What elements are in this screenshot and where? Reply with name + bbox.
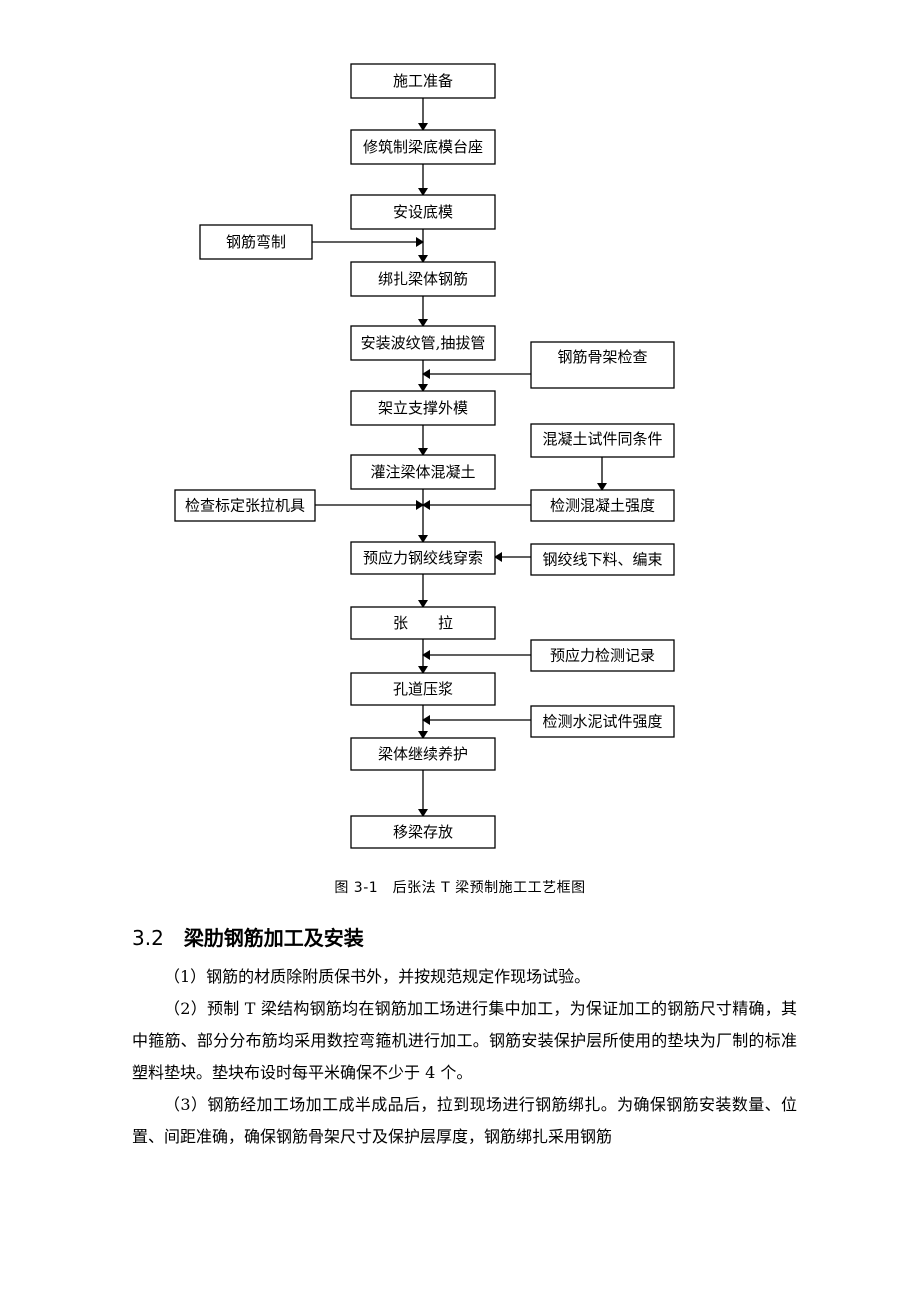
process-flowchart: 施工准备修筑制梁底模台座安设底模钢筋弯制绑扎梁体钢筋安装波纹管,抽拔管钢筋骨架检…	[174, 63, 675, 849]
flow-node-box	[350, 129, 496, 165]
paragraph-2: （2）预制 T 梁结构钢筋均在钢筋加工场进行集中加工，为保证加工的钢筋尺寸精确，…	[132, 999, 797, 1082]
body-text: （1）钢筋的材质除附质保书外，并按规范规定作现场试验。 （2）预制 T 梁结构钢…	[132, 961, 797, 1153]
section-title: 梁肋钢筋加工及安装	[183, 926, 364, 950]
flow-node-box	[350, 261, 496, 297]
flowchart-edges	[312, 98, 607, 817]
flow-node-label: 预应力钢绞线穿索	[363, 549, 483, 567]
flow-node-n1: 施工准备	[350, 63, 496, 99]
flow-node-box	[350, 194, 496, 230]
flow-node-box	[350, 454, 496, 490]
flow-node-n15: 张 拉	[350, 606, 496, 640]
flow-node-label: 移梁存放	[393, 823, 453, 841]
flow-node-box	[530, 639, 675, 672]
flow-node-box	[350, 63, 496, 99]
flow-node-label: 钢筋弯制	[226, 233, 286, 251]
flow-node-label: 修筑制梁底模台座	[363, 138, 483, 156]
figure-caption: 图 3-1 后张法 T 梁预制施工工艺框图	[334, 880, 586, 896]
flow-node-label: 架立支撑外模	[378, 399, 468, 417]
flow-node-n3: 安设底模	[350, 194, 496, 230]
flow-node-label: 检测混凝土强度	[550, 497, 655, 515]
flow-node-box	[350, 815, 496, 849]
flow-node-box	[350, 390, 496, 426]
flow-node-label: 混凝土试件同条件	[542, 430, 662, 448]
flow-node-label: 预应力检测记录	[550, 647, 655, 665]
flow-node-n5: 绑扎梁体钢筋	[350, 261, 496, 297]
flow-node-label: 安装波纹管,抽拔管	[361, 334, 486, 352]
flow-node-box	[174, 489, 316, 522]
flow-node-box	[530, 489, 675, 522]
flow-node-n10: 灌注梁体混凝土	[350, 454, 496, 490]
flow-node-label: 钢绞线下料、编束	[542, 551, 662, 569]
flow-node-n6: 安装波纹管,抽拔管	[350, 325, 496, 361]
flow-node-n4: 钢筋弯制	[199, 224, 313, 260]
flow-node-n13: 预应力钢绞线穿索	[350, 541, 496, 575]
flow-node-n12: 检测混凝土强度	[530, 489, 675, 522]
flow-node-n2: 修筑制梁底模台座	[350, 129, 496, 165]
flow-node-label: 安设底模	[393, 203, 453, 221]
flow-node-n17: 孔道压浆	[350, 672, 496, 706]
flowchart-nodes: 施工准备修筑制梁底模台座安设底模钢筋弯制绑扎梁体钢筋安装波纹管,抽拔管钢筋骨架检…	[174, 63, 675, 849]
flow-node-n8: 架立支撑外模	[350, 390, 496, 426]
flow-node-label: 检测水泥试件强度	[542, 713, 662, 731]
section-heading: 3.2 梁肋钢筋加工及安装	[132, 922, 364, 951]
flow-node-n9: 混凝土试件同条件	[530, 423, 675, 458]
flow-node-label: 钢筋骨架检查	[557, 348, 647, 366]
flow-node-label: 灌注梁体混凝土	[370, 463, 475, 481]
paragraph-1: （1）钢筋的材质除附质保书外，并按规范规定作现场试验。	[164, 967, 591, 986]
flow-node-box	[530, 341, 675, 389]
flow-node-n18: 检测水泥试件强度	[530, 705, 675, 738]
flow-node-box	[530, 423, 675, 458]
flow-node-label: 施工准备	[393, 72, 453, 90]
flow-node-box	[350, 325, 496, 361]
flow-node-label: 梁体继续养护	[378, 745, 468, 763]
flow-node-label: 张 拉	[393, 614, 453, 632]
flow-node-box	[530, 705, 675, 738]
flow-node-label: 绑扎梁体钢筋	[378, 270, 468, 288]
flow-node-label: 检查标定张拉机具	[185, 497, 305, 515]
flow-node-n7: 钢筋骨架检查	[530, 341, 675, 389]
flow-node-box	[350, 606, 496, 640]
flow-node-box	[350, 541, 496, 575]
flow-node-n16: 预应力检测记录	[530, 639, 675, 672]
flow-node-n20: 移梁存放	[350, 815, 496, 849]
section-number: 3.2	[132, 926, 164, 950]
flow-node-n19: 梁体继续养护	[350, 737, 496, 771]
flow-node-n11: 检查标定张拉机具	[174, 489, 316, 522]
paragraph-3: （3）钢筋经加工场加工成半成品后，拉到现场进行钢筋绑扎。为确保钢筋安装数量、位置…	[132, 1095, 797, 1146]
flow-node-box	[530, 543, 675, 576]
flow-node-label: 孔道压浆	[393, 680, 453, 698]
flow-node-n14: 钢绞线下料、编束	[530, 543, 675, 576]
flow-node-box	[350, 672, 496, 706]
flow-node-box	[350, 737, 496, 771]
flow-node-box	[199, 224, 313, 260]
